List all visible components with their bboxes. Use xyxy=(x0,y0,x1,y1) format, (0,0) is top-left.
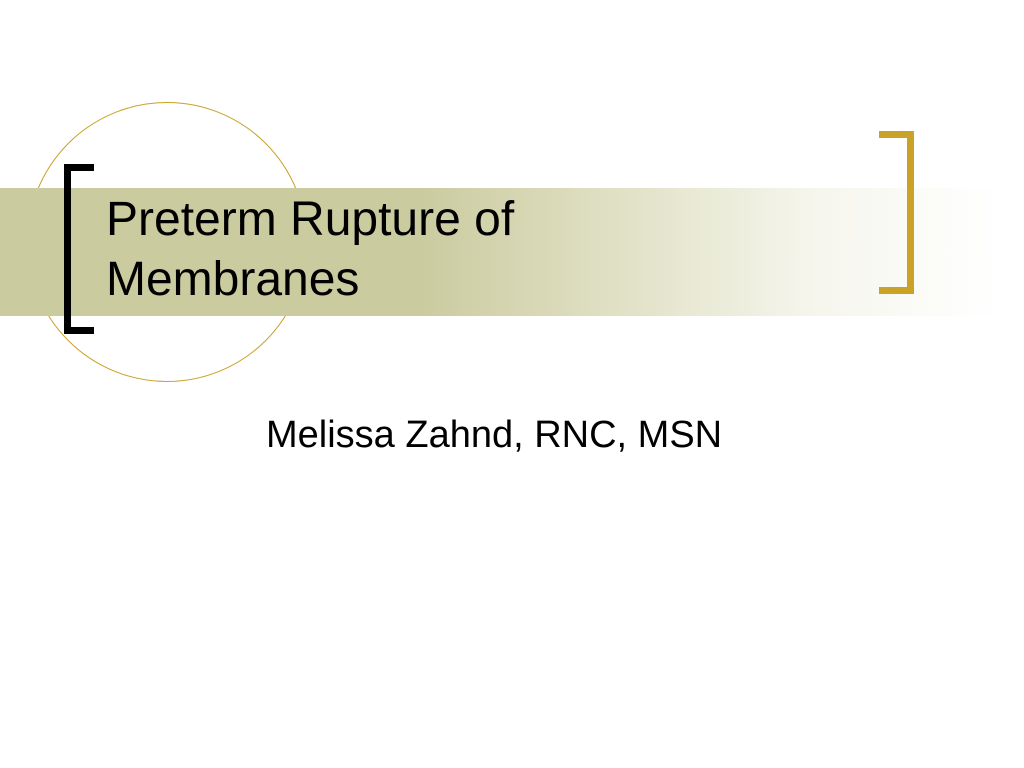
slide-subtitle: Melissa Zahnd, RNC, MSN xyxy=(266,414,723,456)
slide-title: Preterm Rupture of Membranes xyxy=(106,190,806,310)
slide-title-line-2: Membranes xyxy=(106,253,360,306)
right-bracket-decoration xyxy=(879,131,914,294)
slide-title-line-1: Preterm Rupture of xyxy=(106,193,515,246)
title-band xyxy=(0,188,1000,316)
left-bracket-decoration xyxy=(64,164,94,334)
